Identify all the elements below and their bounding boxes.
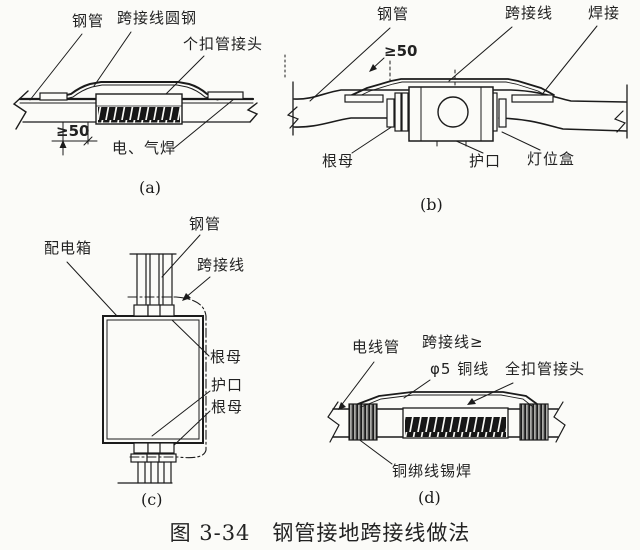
panel-c-leader-lines bbox=[66, 234, 211, 450]
pipe-break-symbol-left bbox=[327, 401, 340, 443]
locknut bbox=[133, 304, 149, 317]
locknut bbox=[147, 442, 162, 454]
locknut bbox=[159, 442, 175, 454]
panel-b-drawing bbox=[284, 25, 628, 154]
label-d-solder: 铜绑线锡焊 bbox=[392, 462, 473, 480]
label-c-steel-pipe: 钢管 bbox=[189, 215, 222, 233]
label-c-locknut-top: 根母 bbox=[210, 348, 243, 366]
panel-c-bottom-pipes bbox=[117, 442, 177, 484]
panel-c-top-pipes bbox=[129, 253, 177, 317]
label-a-jumper-round-steel: 跨接线圆钢 bbox=[117, 9, 198, 27]
panel-d-coupling bbox=[402, 407, 509, 439]
panel-b-lamp-box bbox=[408, 86, 494, 147]
label-b-bushing: 护口 bbox=[469, 152, 502, 170]
panel-b-dimension bbox=[369, 57, 456, 87]
label-d-coupling: 全扣管接头 bbox=[505, 360, 586, 378]
weld-tab-left bbox=[39, 92, 68, 101]
panel-b-steel-pipe bbox=[284, 54, 628, 139]
pipe-break-symbol-right bbox=[553, 401, 566, 443]
label-a-coupling: 个扣管接头 bbox=[183, 35, 264, 53]
label-c-distribution-box: 配电箱 bbox=[44, 239, 93, 257]
label-b-locknut: 根母 bbox=[322, 152, 355, 170]
panel-c-jumper-wire bbox=[127, 296, 207, 459]
panel-a-drawing bbox=[12, 31, 259, 156]
weld-tab-left bbox=[344, 94, 384, 103]
label-c-jumper: 跨接线 bbox=[197, 256, 246, 274]
panel-c-drawing bbox=[66, 234, 211, 484]
label-a-dimension: ≥50 bbox=[56, 122, 90, 140]
label-b-weld: 焊接 bbox=[588, 4, 621, 22]
panel-d-jumper-wire bbox=[357, 391, 538, 408]
label-b-steel-pipe: 钢管 bbox=[377, 5, 410, 23]
panel-a-leader-lines bbox=[29, 31, 235, 150]
label-d-copper-wire: φ5 铜线 bbox=[430, 360, 490, 378]
label-d-conduit: 电线管 bbox=[352, 338, 401, 356]
pipe-break-symbol-right bbox=[246, 102, 259, 123]
knockout-hole bbox=[437, 96, 469, 128]
label-d-jumper: 跨接线≥ bbox=[422, 333, 484, 351]
locknut bbox=[133, 442, 149, 454]
panel-a-tag: (a) bbox=[139, 178, 162, 197]
panel-d-tag: (d) bbox=[418, 488, 441, 507]
label-c-bushing: 护口 bbox=[211, 376, 244, 394]
panel-c-tag: (c) bbox=[141, 490, 163, 509]
weld-tab-right bbox=[511, 94, 554, 103]
panel-d-leader-lines bbox=[338, 361, 514, 465]
figure-caption: 图 3-34 钢管接地跨接线做法 bbox=[0, 517, 640, 547]
panel-a-jumper-wire bbox=[39, 81, 244, 101]
panel-a-dimension bbox=[51, 121, 98, 156]
panel-b-tag: (b) bbox=[420, 195, 443, 214]
label-b-jumper: 跨接线 bbox=[505, 4, 554, 22]
weld-tab-right bbox=[207, 91, 244, 100]
panel-d-drawing bbox=[327, 361, 566, 465]
figure-caption-number: 图 3-34 bbox=[169, 521, 251, 545]
pipe-break-symbol-left bbox=[12, 90, 29, 130]
panel-a-coupling bbox=[95, 93, 183, 125]
locknut bbox=[147, 304, 162, 317]
panel-d-wire-binding bbox=[348, 403, 549, 441]
locknut bbox=[159, 304, 175, 317]
figure-caption-title: 钢管接地跨接线做法 bbox=[272, 521, 471, 545]
label-b-dimension: ≥50 bbox=[384, 42, 418, 60]
label-a-weld: 电、气焊 bbox=[112, 139, 177, 157]
label-a-steel-pipe: 钢管 bbox=[72, 12, 105, 30]
label-c-locknut-bottom: 根母 bbox=[211, 398, 244, 416]
label-b-lamp-box: 灯位盒 bbox=[527, 150, 576, 168]
